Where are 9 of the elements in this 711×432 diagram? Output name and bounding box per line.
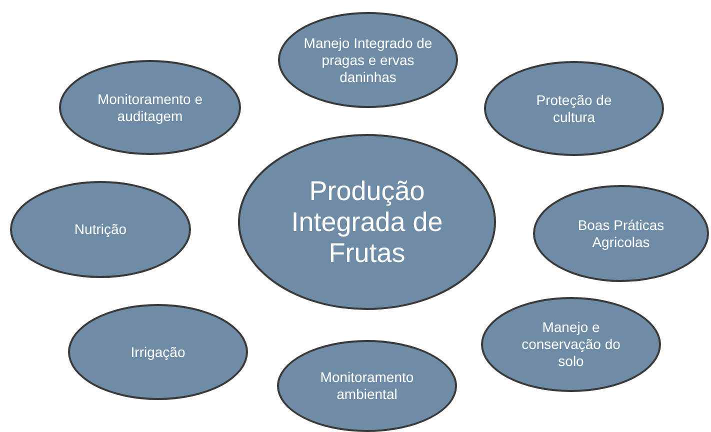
topic-label: Irrigação: [130, 344, 186, 360]
topic-label: Proteção de cultura: [535, 92, 613, 126]
topic-label: Nutrição: [74, 221, 127, 238]
topic-label: Produção Integrada de Frutas: [290, 176, 444, 268]
topic-label: Boas Práticas Agricolas: [576, 216, 666, 250]
topic-label: Manejo Integrado de pragas e ervas daninhas: [303, 34, 433, 86]
topic-label: Monitoramento ambiental: [319, 369, 415, 403]
topic-label: Manejo e conservação do solo: [520, 319, 622, 370]
topic-label: Monitoramento e auditagem: [96, 90, 204, 124]
